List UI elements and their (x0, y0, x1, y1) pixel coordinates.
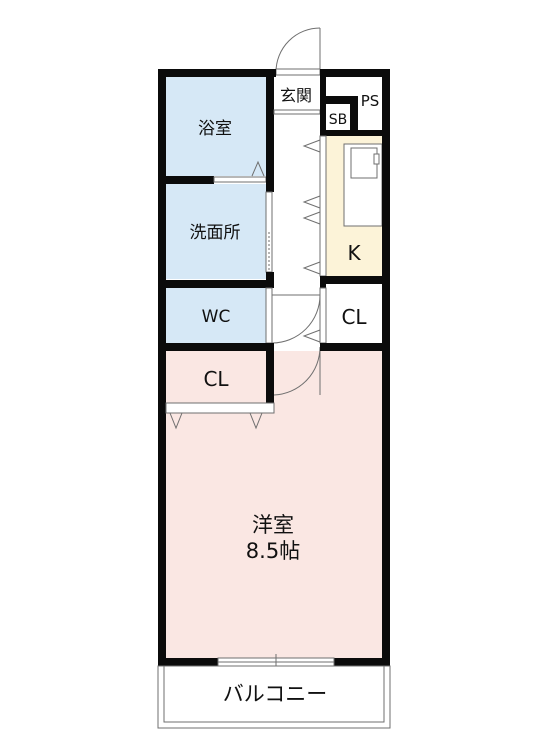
shoe-shelf-marker-1 (302, 139, 321, 153)
wall-ps-bottom (320, 130, 390, 136)
closet-left-door-marker-2 (249, 412, 263, 430)
label-closet-right: CL (341, 305, 367, 329)
wall-sb-right (350, 96, 358, 136)
entrance-door-swing (275, 27, 321, 73)
entrance-step (273, 109, 321, 115)
wall-wc-cl (166, 343, 274, 351)
wall-ps-left (320, 77, 326, 136)
faucet (373, 153, 380, 165)
label-ps: PS (361, 92, 380, 110)
bathroom-floor (166, 77, 266, 176)
wall-wash-wc (166, 280, 274, 288)
wall-bath-wash (166, 176, 214, 184)
label-washroom: 洗面所 (190, 223, 241, 243)
outer-wall-bottom-right (334, 658, 390, 666)
shoe-shelf-marker-4 (302, 261, 321, 275)
wc-floor (166, 288, 266, 343)
balcony-outline (157, 665, 391, 729)
label-bathroom: 浴室 (198, 119, 232, 139)
label-wc: WC (202, 307, 231, 327)
closet-right-door-marker (302, 329, 321, 343)
washroom-floor (166, 184, 266, 279)
label-sb: SB (329, 112, 348, 128)
outer-wall-top-left (158, 69, 276, 77)
balcony-inner-outline (163, 665, 385, 723)
wall-cl-right (266, 351, 274, 403)
outer-wall-bottom-left (158, 658, 218, 666)
outer-wall-top-right (320, 69, 390, 77)
wc-door-frame (265, 287, 273, 344)
room-door-swing (273, 346, 321, 396)
bath-door-frame (213, 176, 267, 183)
outer-wall-left (158, 69, 166, 666)
closet-left-door (165, 402, 275, 414)
entrance-sill (275, 68, 321, 76)
wall-bath-right (266, 77, 274, 184)
wall-kitchen-cl (320, 276, 390, 284)
wall-cl-room (320, 343, 390, 351)
wall-cl-left (320, 284, 326, 288)
bath-door-marker (251, 160, 265, 177)
label-western-room-size: 8.5帖 (246, 539, 300, 563)
wall-wash-right-top (266, 184, 274, 192)
closet-left-door-marker-1 (169, 412, 183, 430)
sink (350, 147, 378, 179)
kitchen-left-partition (319, 135, 327, 277)
label-balcony: バルコニー (223, 682, 328, 706)
label-western-room: 洋室 (252, 513, 294, 537)
label-kitchen: K (347, 241, 361, 265)
wc-door-swing (271, 294, 321, 344)
shoe-shelf-marker-3 (302, 211, 321, 225)
label-closet-left: CL (203, 367, 229, 391)
shoe-shelf-marker-2 (302, 195, 321, 209)
outer-wall-right (382, 69, 390, 666)
wall-sb-top (326, 96, 354, 104)
closet-right-door (319, 287, 327, 344)
label-entrance: 玄関 (280, 86, 312, 105)
